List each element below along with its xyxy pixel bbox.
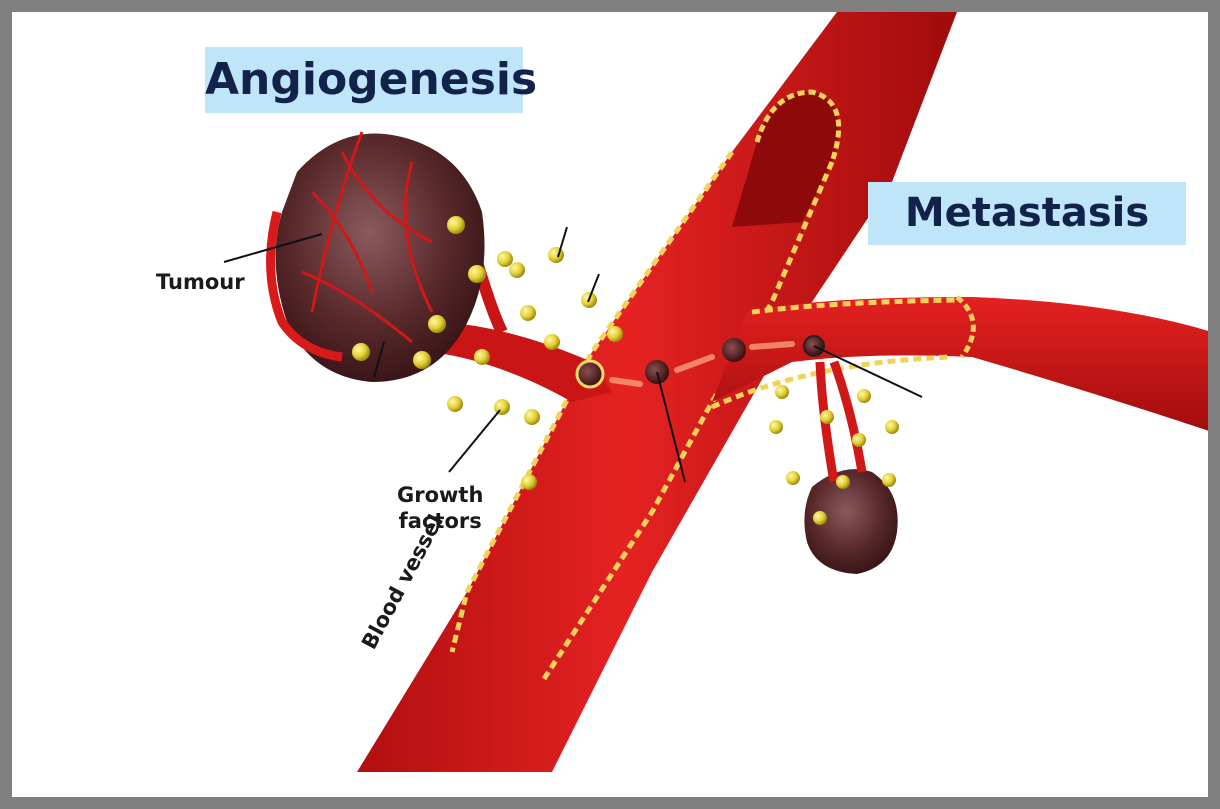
secondary-tumour <box>804 362 897 574</box>
angiogenesis-illustration <box>12 12 1220 809</box>
angiogenesis-title: Angiogenesis <box>205 47 523 113</box>
tumour-label: Tumour <box>156 270 245 294</box>
branch-vessel <box>712 297 1212 432</box>
growth-factors-line1: Growth <box>397 482 483 508</box>
primary-tumour <box>271 132 485 382</box>
metastasis-title: Metastasis <box>868 182 1186 245</box>
